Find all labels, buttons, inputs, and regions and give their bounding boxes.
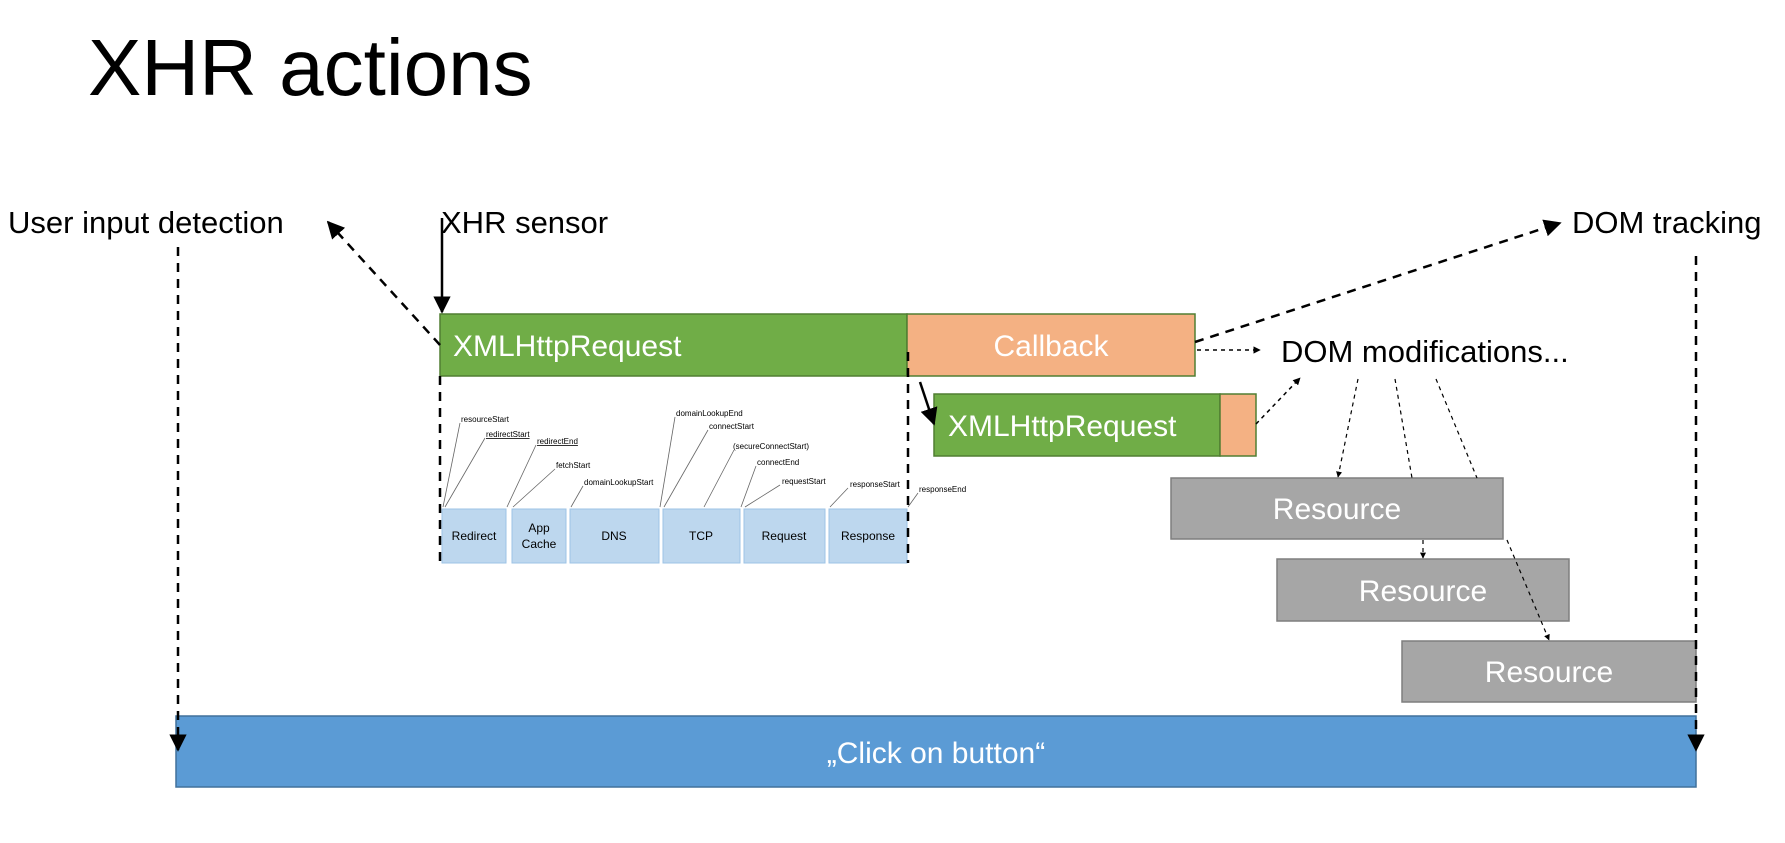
phase-appcache-box xyxy=(511,508,567,564)
phase-redirect: Redirect xyxy=(452,529,497,543)
dom-tracking-arrow xyxy=(1194,219,1562,344)
dashed-guides xyxy=(169,247,1705,752)
phase-tcp: TCP xyxy=(689,529,713,543)
click-on-button-label: „Click on button“ xyxy=(827,737,1045,770)
xhr-second-label: XMLHttpRequest xyxy=(948,410,1177,443)
ts-connectend: connectEnd xyxy=(757,458,799,467)
ts-responsestart: responseStart xyxy=(850,480,901,489)
xhr-second-bar xyxy=(933,393,1221,457)
ts-secureconnectstart: (secureConnectStart) xyxy=(733,442,809,451)
ts-connectstart: connectStart xyxy=(709,422,755,431)
ts-responseend: responseEnd xyxy=(919,485,966,494)
phase-redirect-box xyxy=(441,508,507,564)
dom-modifications-label: DOM modifications... xyxy=(1281,334,1569,369)
resource-label-1: Resource xyxy=(1273,493,1401,526)
page-title: XHR actions xyxy=(88,23,533,112)
callback-label: Callback xyxy=(993,330,1109,363)
phase-response-box xyxy=(828,508,908,564)
phase-dns-box xyxy=(569,508,660,564)
resource-box-1 xyxy=(1170,477,1504,540)
dom-resource1-arrow xyxy=(1336,378,1359,478)
second-xhr-arrow xyxy=(918,381,938,426)
phase-tcp-box xyxy=(662,508,741,564)
phase-request-box xyxy=(743,508,826,564)
xhr-second-callback xyxy=(1219,393,1257,457)
phase-appcache-line2: Cache xyxy=(522,537,557,551)
user-input-detection-label: User input detection xyxy=(8,205,284,240)
resource-label-2: Resource xyxy=(1359,575,1487,608)
arrows xyxy=(326,218,1562,641)
ts-domainlookupend: domainLookupEnd xyxy=(676,409,743,418)
dom-resource3-arrow xyxy=(1506,539,1550,641)
timing-timestamps: resourceStart redirectStart redirectEnd … xyxy=(442,409,966,508)
dom-resource3-line xyxy=(1435,378,1478,479)
phase-appcache-line1: App xyxy=(528,521,550,535)
user-input-arrow xyxy=(326,220,441,346)
ts-redirectend: redirectEnd xyxy=(537,437,578,446)
xhr-main-bar xyxy=(439,313,908,377)
resource-label-3: Resource xyxy=(1485,656,1613,689)
dom-resource2-line xyxy=(1394,378,1413,479)
timing-phases: Redirect App Cache DNS TCP Request Respo… xyxy=(441,508,908,564)
ts-domainlookupstart: domainLookupStart xyxy=(584,478,654,487)
xhr-sensor-label: XHR sensor xyxy=(441,205,608,240)
click-on-button-bar xyxy=(175,715,1697,788)
ts-requeststart: requestStart xyxy=(782,477,826,486)
phase-dns: DNS xyxy=(601,529,626,543)
phase-request: Request xyxy=(762,529,807,543)
callback-box xyxy=(906,313,1196,377)
ts-fetchstart: fetchStart xyxy=(556,461,591,470)
ts-resourcestart: resourceStart xyxy=(461,415,510,424)
ts-redirectstart: redirectStart xyxy=(486,430,530,439)
resource-box-3 xyxy=(1401,640,1697,703)
xhr-main-label: XMLHttpRequest xyxy=(453,330,682,363)
resource-box-2 xyxy=(1276,558,1570,622)
phase-response: Response xyxy=(841,529,895,543)
second-callback-dom-arrow xyxy=(1255,377,1301,425)
dom-tracking-label: DOM tracking xyxy=(1572,205,1761,240)
